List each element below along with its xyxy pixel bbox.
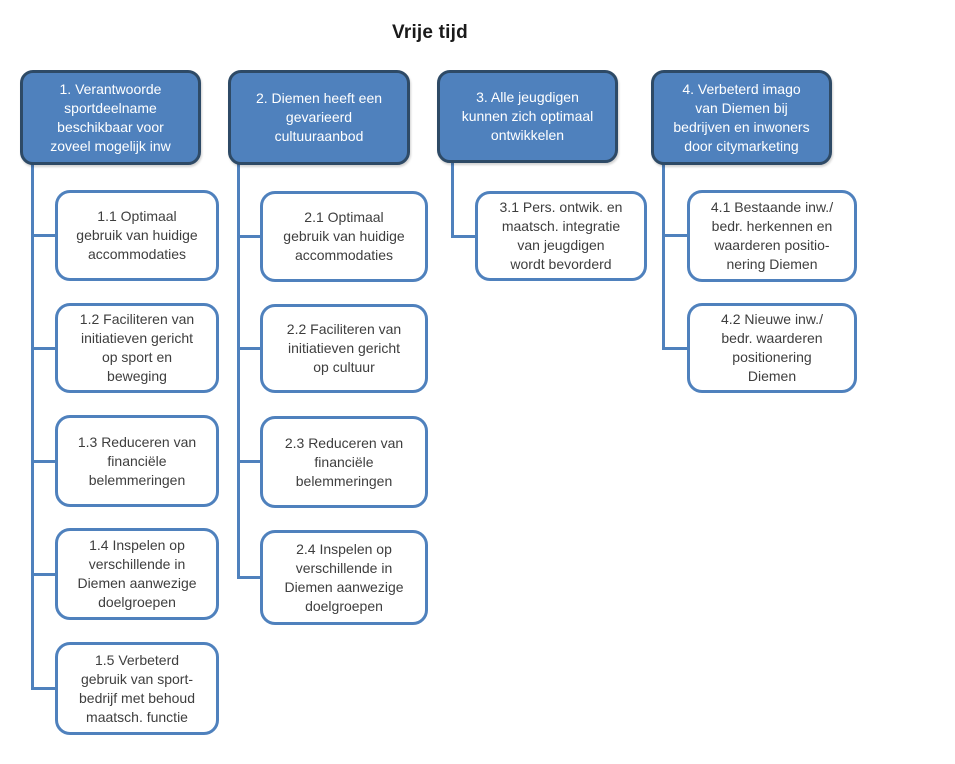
- connector-col2-trunk: [237, 162, 240, 579]
- goal-box-1: 1. Verantwoorde sportdeelname beschikbaa…: [20, 70, 201, 165]
- connector-col2-stub-1: [237, 235, 260, 238]
- connector-col1-trunk: [31, 162, 34, 690]
- subgoal-box-1-3: 1.3 Reduceren van financiële belemmering…: [55, 415, 219, 507]
- subgoal-box-1-2: 1.2 Faciliteren van initiatieven gericht…: [55, 303, 219, 393]
- goal-box-2: 2. Diemen heeft een gevarieerd cultuuraa…: [228, 70, 410, 165]
- goal-box-3: 3. Alle jeugdigen kunnen zich optimaal o…: [437, 70, 618, 163]
- subgoal-box-2-1: 2.1 Optimaal gebruik van huidige accommo…: [260, 191, 428, 282]
- subgoal-box-2-3: 2.3 Reduceren van financiële belemmering…: [260, 416, 428, 508]
- subgoal-box-3-1: 3.1 Pers. ontwik. en maatsch. integratie…: [475, 191, 647, 281]
- subgoal-box-1-1: 1.1 Optimaal gebruik van huidige accommo…: [55, 190, 219, 281]
- connector-col1-stub-4: [31, 573, 55, 576]
- connector-col4-stub-2: [662, 347, 687, 350]
- subgoal-box-1-4: 1.4 Inspelen op verschillende in Diemen …: [55, 528, 219, 620]
- subgoal-box-4-1: 4.1 Bestaande inw./ bedr. herkennen en w…: [687, 190, 857, 282]
- connector-col2-stub-2: [237, 347, 260, 350]
- diagram-title: Vrije tijd: [392, 22, 468, 43]
- connector-col4-stub-1: [662, 234, 687, 237]
- subgoal-box-1-5: 1.5 Verbeterd gebruik van sport- bedrijf…: [55, 642, 219, 735]
- connector-col1-stub-1: [31, 234, 55, 237]
- connector-col2-stub-3: [237, 460, 260, 463]
- goal-box-4: 4. Verbeterd imago van Diemen bij bedrij…: [651, 70, 832, 165]
- connector-col1-stub-2: [31, 347, 55, 350]
- subgoal-box-2-2: 2.2 Faciliteren van initiatieven gericht…: [260, 304, 428, 393]
- connector-col3-trunk: [451, 162, 454, 238]
- subgoal-box-4-2: 4.2 Nieuwe inw./ bedr. waarderen positio…: [687, 303, 857, 393]
- connector-col3-stub-1: [451, 235, 475, 238]
- connector-col1-stub-5: [31, 687, 55, 690]
- subgoal-box-2-4: 2.4 Inspelen op verschillende in Diemen …: [260, 530, 428, 625]
- connector-col2-stub-4: [237, 576, 260, 579]
- connector-col1-stub-3: [31, 460, 55, 463]
- connector-col4-trunk: [662, 162, 665, 349]
